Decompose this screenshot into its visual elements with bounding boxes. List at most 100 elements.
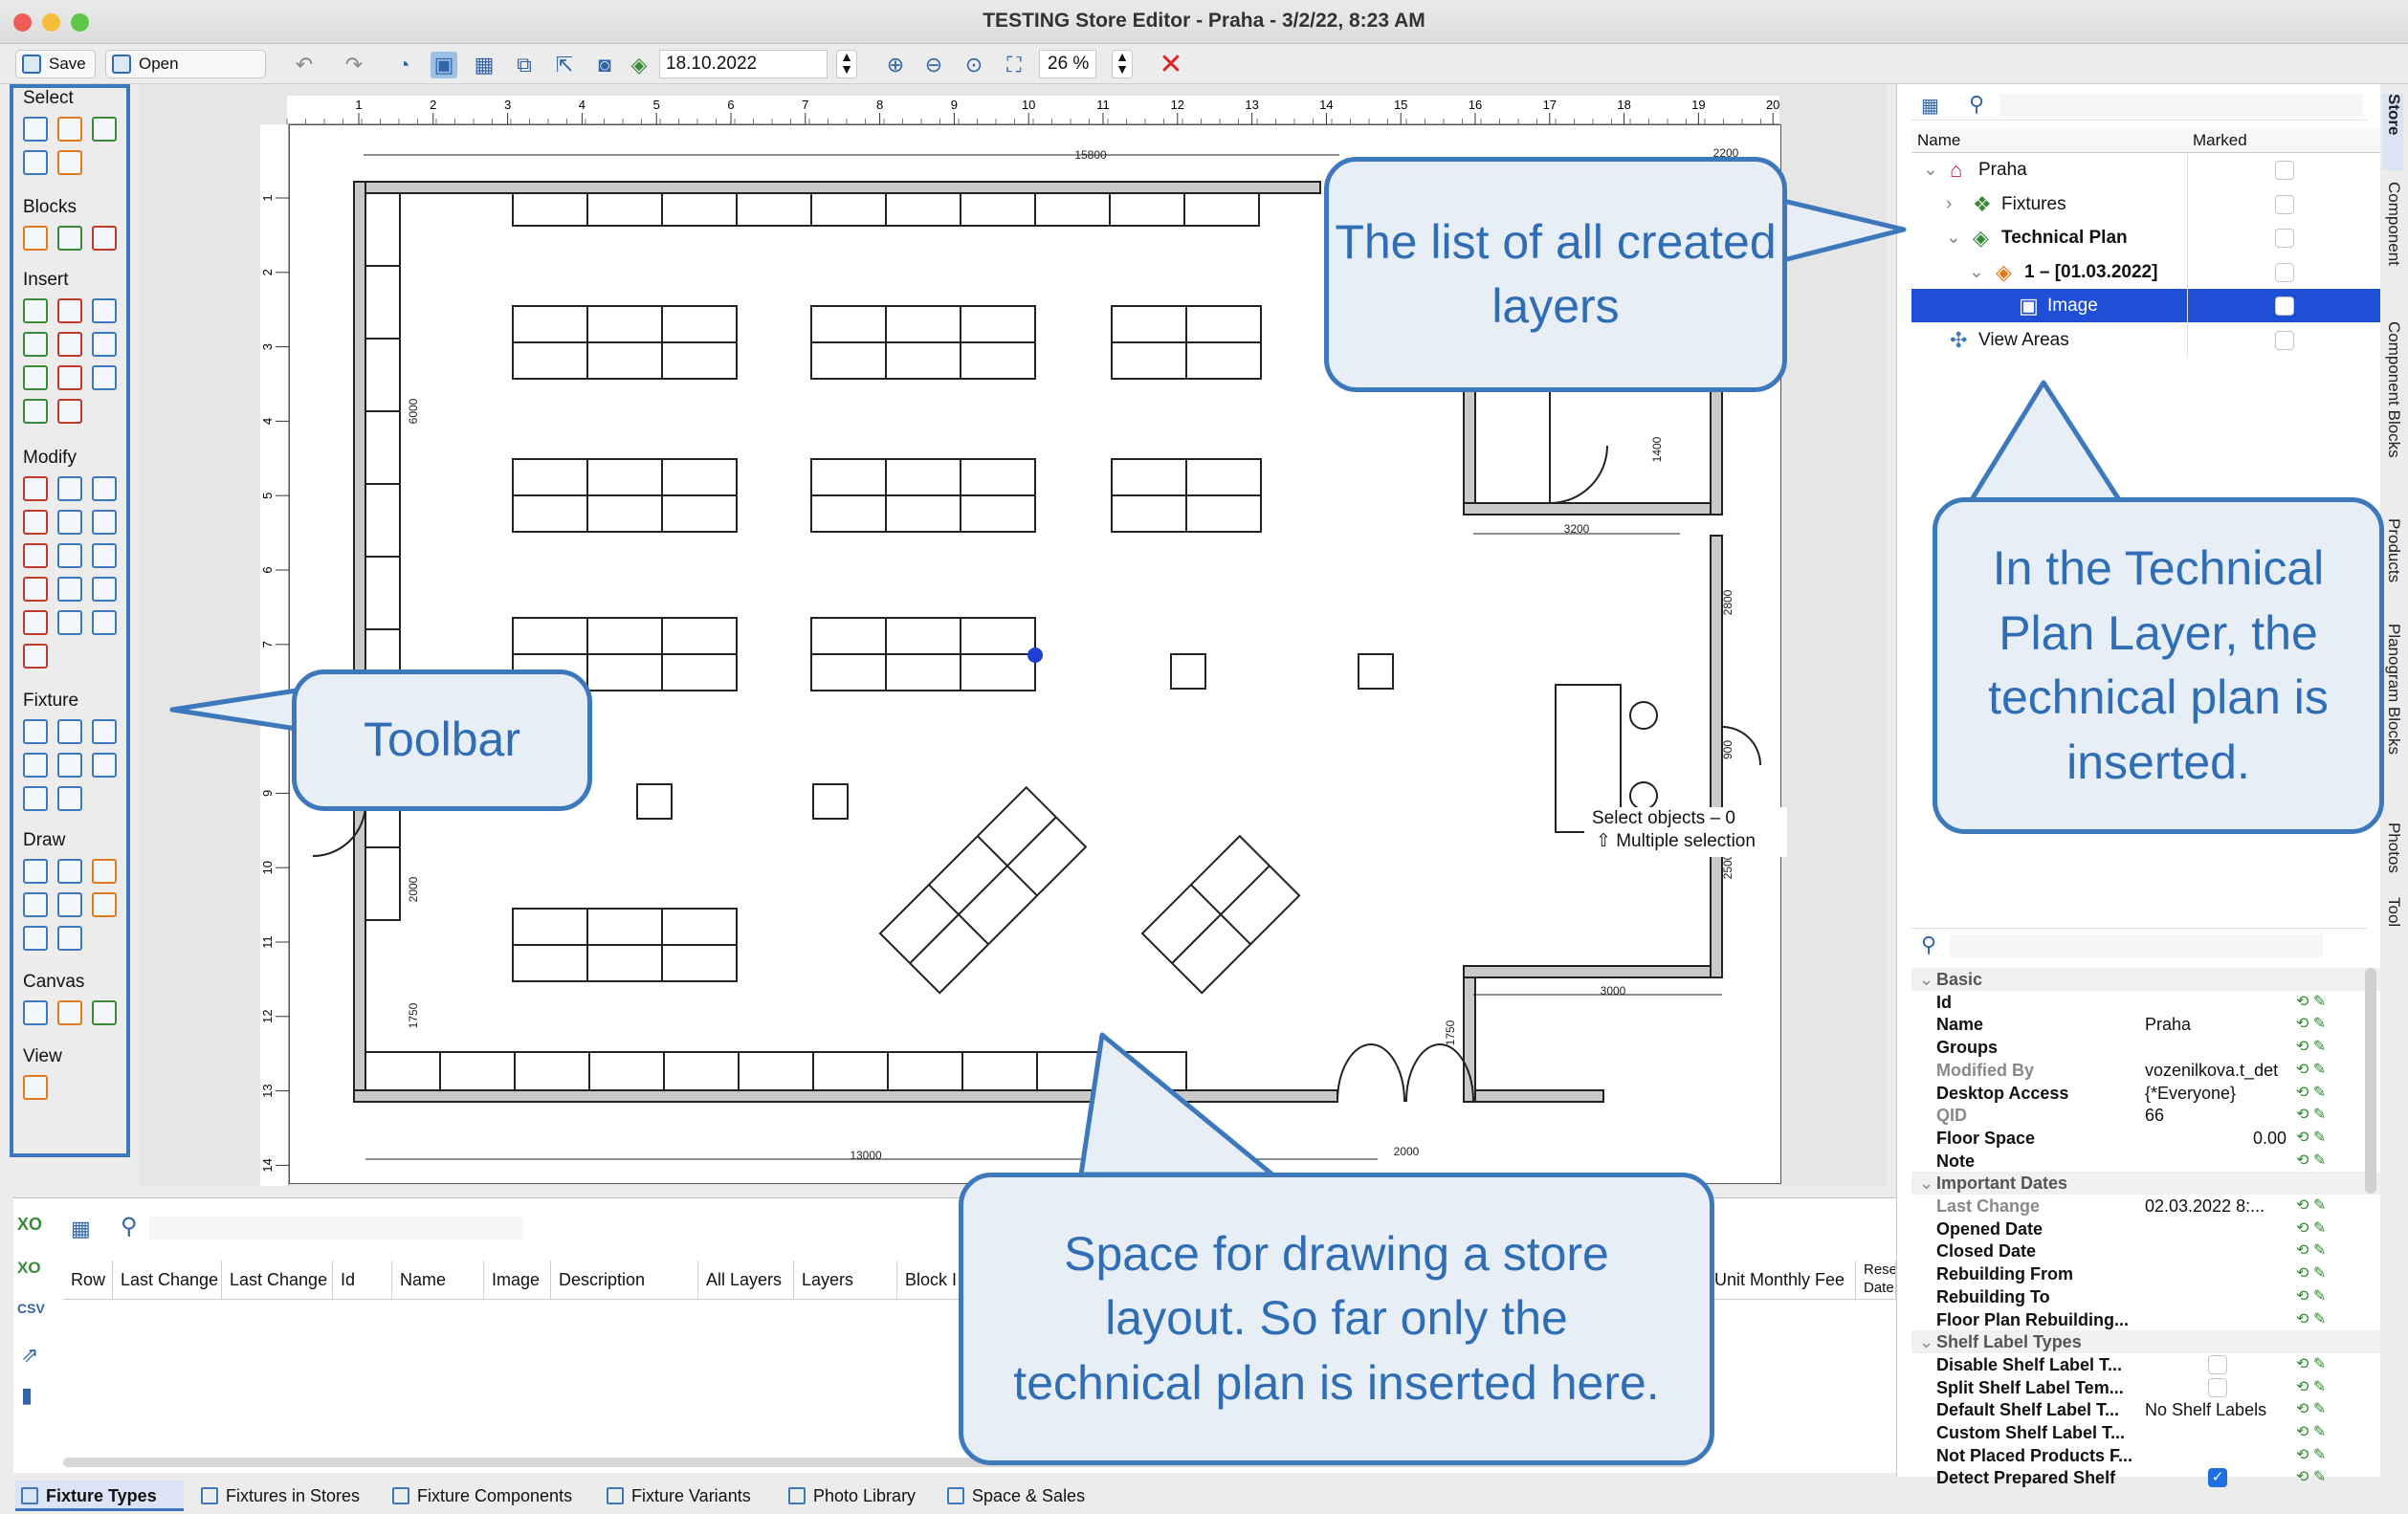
- palette-tool-icon[interactable]: [92, 610, 117, 635]
- palette-tool-icon[interactable]: [23, 644, 48, 669]
- palette-tool-icon[interactable]: [57, 610, 82, 635]
- property-group[interactable]: Important Dates⌄: [1911, 1172, 2380, 1196]
- property-checkbox[interactable]: ✓: [2208, 1468, 2227, 1488]
- table-scrollbar[interactable]: [63, 1458, 1690, 1467]
- chart-icon[interactable]: ▮: [21, 1383, 33, 1407]
- undo-icon[interactable]: ↶: [295, 53, 314, 77]
- layers-toggle-icon[interactable]: ⧉: [517, 53, 532, 77]
- property-actions-icon[interactable]: ⟲ ✎: [2296, 1469, 2327, 1486]
- property-value[interactable]: 02.03.2022 8:...: [2145, 1196, 2265, 1216]
- side-tab[interactable]: Products: [2385, 518, 2403, 583]
- palette-tool-icon[interactable]: [57, 510, 82, 535]
- palette-tool-icon[interactable]: [92, 892, 117, 917]
- property-actions-icon[interactable]: ⟲ ✎: [2296, 1197, 2327, 1214]
- palette-tool-icon[interactable]: [92, 577, 117, 602]
- palette-tool-icon[interactable]: [23, 892, 48, 917]
- table-column-header[interactable]: Rese Date: [1856, 1261, 1896, 1299]
- palette-tool-icon[interactable]: [23, 298, 48, 323]
- table-column-header[interactable]: Name: [392, 1261, 484, 1299]
- table-view-icon[interactable]: ▦: [71, 1217, 91, 1240]
- palette-tool-icon[interactable]: [57, 577, 82, 602]
- palette-tool-icon[interactable]: [92, 1000, 117, 1025]
- palette-tool-icon[interactable]: [57, 1000, 82, 1025]
- property-actions-icon[interactable]: ⟲ ✎: [2296, 1424, 2327, 1440]
- expand-chevron-icon[interactable]: ›: [1946, 193, 1953, 214]
- property-actions-icon[interactable]: ⟲ ✎: [2296, 993, 2327, 1010]
- palette-tool-icon[interactable]: [57, 719, 82, 744]
- palette-tool-icon[interactable]: [23, 365, 48, 390]
- property-actions-icon[interactable]: ⟲ ✎: [2296, 1446, 2327, 1463]
- zoom-actual-icon[interactable]: ⊙: [964, 53, 983, 77]
- palette-tool-icon[interactable]: [57, 117, 82, 142]
- date-stepper[interactable]: ▲▼: [836, 50, 857, 78]
- property-actions-icon[interactable]: ⟲ ✎: [2296, 1287, 2327, 1305]
- table-column-header[interactable]: Unit Monthly Fee: [1707, 1261, 1856, 1299]
- bottom-tab[interactable]: Photo Library: [783, 1481, 928, 1511]
- layer-row[interactable]: ⌄◈1 – [01.03.2022]: [1911, 254, 2380, 289]
- palette-tool-icon[interactable]: [57, 150, 82, 175]
- palette-tool-icon[interactable]: [57, 332, 82, 357]
- bottom-tab[interactable]: Space & Sales: [941, 1481, 1091, 1511]
- palette-tool-icon[interactable]: [92, 476, 117, 501]
- zoom-field[interactable]: 26 %: [1039, 50, 1096, 78]
- table-column-header[interactable]: Description: [551, 1261, 698, 1299]
- palette-tool-icon[interactable]: [23, 577, 48, 602]
- palette-tool-icon[interactable]: [23, 1000, 48, 1025]
- layer-row[interactable]: ▣Image: [1911, 289, 2380, 323]
- palette-tool-icon[interactable]: [92, 753, 117, 778]
- palette-tool-icon[interactable]: [57, 859, 82, 884]
- palette-tool-icon[interactable]: [92, 365, 117, 390]
- table-view-icon[interactable]: ▦: [1921, 96, 1939, 117]
- camera-icon[interactable]: ◙: [598, 53, 611, 77]
- marked-checkbox[interactable]: [2275, 262, 2294, 282]
- table-column-header[interactable]: Row: [63, 1261, 113, 1299]
- palette-tool-icon[interactable]: [92, 510, 117, 535]
- grid-icon[interactable]: ▦: [474, 53, 495, 77]
- maximize-window-button[interactable]: [71, 13, 89, 32]
- properties-scrollbar[interactable]: [2365, 968, 2376, 1194]
- property-group[interactable]: Shelf Label Types⌄: [1911, 1330, 2380, 1354]
- palette-tool-icon[interactable]: [57, 926, 82, 951]
- palette-tool-icon[interactable]: [23, 117, 48, 142]
- palette-tool-icon[interactable]: [23, 226, 48, 251]
- marked-checkbox[interactable]: [2275, 161, 2294, 180]
- property-group[interactable]: Basic⌄: [1911, 968, 2380, 991]
- property-value[interactable]: No Shelf Labels: [2145, 1400, 2267, 1420]
- property-actions-icon[interactable]: ⟲ ✎: [2296, 1061, 2327, 1078]
- palette-tool-icon[interactable]: [57, 365, 82, 390]
- palette-tool-icon[interactable]: [57, 399, 82, 424]
- palette-tool-icon[interactable]: [23, 1075, 48, 1100]
- palette-tool-icon[interactable]: [23, 510, 48, 535]
- property-actions-icon[interactable]: ⟲ ✎: [2296, 1039, 2327, 1056]
- bottom-tab[interactable]: Fixture Variants: [601, 1481, 769, 1511]
- property-actions-icon[interactable]: ⟲ ✎: [2296, 1378, 2327, 1395]
- pointer-icon[interactable]: ⇱: [555, 53, 574, 77]
- csv-icon[interactable]: CSV: [17, 1301, 45, 1316]
- property-actions-icon[interactable]: ⟲ ✎: [2296, 1152, 2327, 1169]
- zoom-out-icon[interactable]: ⊖: [924, 53, 943, 77]
- palette-tool-icon[interactable]: [57, 298, 82, 323]
- marked-checkbox[interactable]: [2275, 296, 2294, 317]
- layer-row[interactable]: ⌄◈Technical Plan: [1911, 221, 2380, 255]
- property-actions-icon[interactable]: ⟲ ✎: [2296, 1084, 2327, 1101]
- expand-chevron-icon[interactable]: ⌄: [1946, 228, 1961, 249]
- layer-stack-icon[interactable]: ◈: [630, 53, 648, 77]
- property-actions-icon[interactable]: ⟲ ✎: [2296, 1355, 2327, 1372]
- bottom-tab[interactable]: Fixture Types: [15, 1481, 184, 1511]
- palette-tool-icon[interactable]: [92, 719, 117, 744]
- palette-tool-icon[interactable]: [57, 226, 82, 251]
- property-checkbox[interactable]: [2208, 1377, 2227, 1397]
- side-tab[interactable]: Photos: [2385, 823, 2403, 873]
- palette-tool-icon[interactable]: [23, 753, 48, 778]
- properties-search-input[interactable]: [1950, 934, 2323, 957]
- property-value[interactable]: 66: [2145, 1106, 2165, 1126]
- palette-tool-icon[interactable]: [57, 786, 82, 811]
- marked-checkbox[interactable]: [2275, 331, 2294, 350]
- table-column-header[interactable]: Image: [484, 1261, 551, 1299]
- property-value[interactable]: {*Everyone}: [2145, 1083, 2237, 1103]
- property-actions-icon[interactable]: ⟲ ✎: [2296, 1310, 2327, 1327]
- close-window-button[interactable]: [13, 13, 32, 32]
- palette-tool-icon[interactable]: [23, 719, 48, 744]
- minimize-window-button[interactable]: [42, 13, 60, 32]
- palette-tool-icon[interactable]: [57, 476, 82, 501]
